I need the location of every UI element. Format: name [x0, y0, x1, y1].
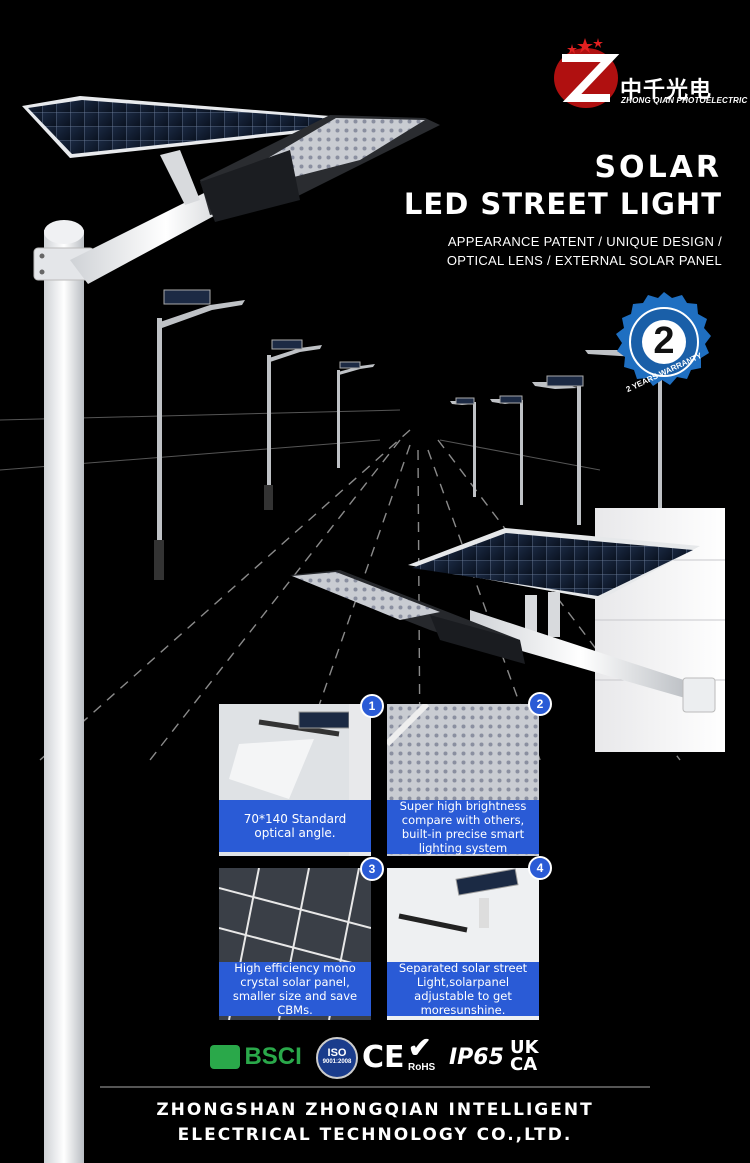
- card-1-number-badge: 1: [360, 694, 384, 718]
- warranty-badge: 2 2 YEARS WARRANTY: [612, 290, 716, 394]
- bsci-label: BSCI: [244, 1043, 302, 1070]
- iso-cert: ISO 9001:2008: [316, 1037, 358, 1079]
- headline-led-street-light: LED STREET LIGHT: [403, 187, 722, 221]
- feature-card-4: Separated solar street Light,solarpanel …: [387, 868, 539, 1020]
- card-2-caption: Super high brightness compare with other…: [387, 799, 539, 855]
- ce-mark: CE: [362, 1040, 405, 1075]
- bsci-icon: [210, 1045, 240, 1069]
- card-4-number-badge: 4: [528, 856, 552, 880]
- warranty-number: 2: [653, 320, 675, 362]
- brand-name-en: ZHONG QIAN PHOTOELECTRIC: [621, 96, 748, 105]
- rohs-cert: ✔ RoHS: [408, 1032, 436, 1074]
- ukca-top: UK: [510, 1037, 539, 1058]
- feature-card-1: 70*140 Standard optical angle.: [219, 704, 371, 856]
- card-3-number-badge: 3: [360, 857, 384, 881]
- main-pole-light: [22, 96, 440, 1163]
- features-line-1: APPEARANCE PATENT / UNIQUE DESIGN /: [447, 234, 722, 249]
- feature-card-2: Super high brightness compare with other…: [387, 704, 539, 856]
- company-name-line-1: ZHONGSHAN ZHONGQIAN INTELLIGENT: [156, 1100, 594, 1120]
- company-name-line-2: ELECTRICAL TECHNOLOGY CO.,LTD.: [177, 1125, 573, 1145]
- card-1-caption: 70*140 Standard optical angle.: [219, 800, 371, 852]
- iso-sub: 9001:2008: [322, 1059, 352, 1065]
- card-2-number-badge: 2: [528, 692, 552, 716]
- distant-poles: [154, 289, 662, 580]
- footer-divider: [100, 1086, 650, 1088]
- checkmark-icon: ✔: [408, 1032, 432, 1063]
- ukca-mark: UK CA: [510, 1037, 539, 1075]
- ukca-bottom: CA: [510, 1054, 538, 1075]
- warranty-badge-icon: [616, 292, 711, 386]
- logo-mark: [554, 38, 620, 108]
- features-line-2: OPTICAL LENS / EXTERNAL SOLAR PANEL: [446, 253, 722, 268]
- rohs-label: RoHS: [408, 1062, 436, 1073]
- bsci-cert: BSCI: [210, 1043, 302, 1071]
- wall-mounted-light: [290, 508, 725, 752]
- card-3-caption: High efficiency mono crystal solar panel…: [219, 961, 371, 1017]
- feature-card-3: High efficiency mono crystal solar panel…: [219, 868, 371, 1020]
- iso-label: ISO: [327, 1047, 347, 1059]
- ip65-label: IP65: [449, 1045, 504, 1070]
- headline-solar: SOLAR: [594, 150, 722, 185]
- brand-name-cn: 中千光电: [620, 78, 713, 103]
- card-4-caption: Separated solar street Light,solarpanel …: [387, 961, 539, 1017]
